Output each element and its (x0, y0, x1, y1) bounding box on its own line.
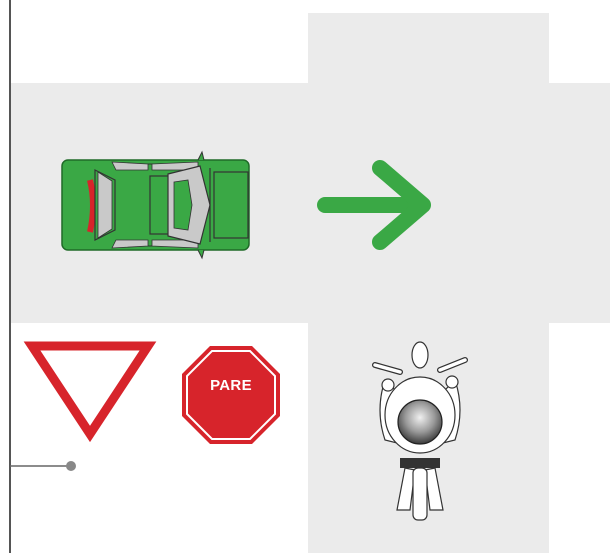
stop-sign-label: PARE (181, 377, 281, 394)
stop-sign-icon (181, 345, 281, 445)
motorcycle-icon (355, 340, 475, 525)
car-icon (60, 150, 255, 260)
yield-sign-icon (28, 340, 153, 440)
right-arrow-icon (315, 160, 440, 250)
